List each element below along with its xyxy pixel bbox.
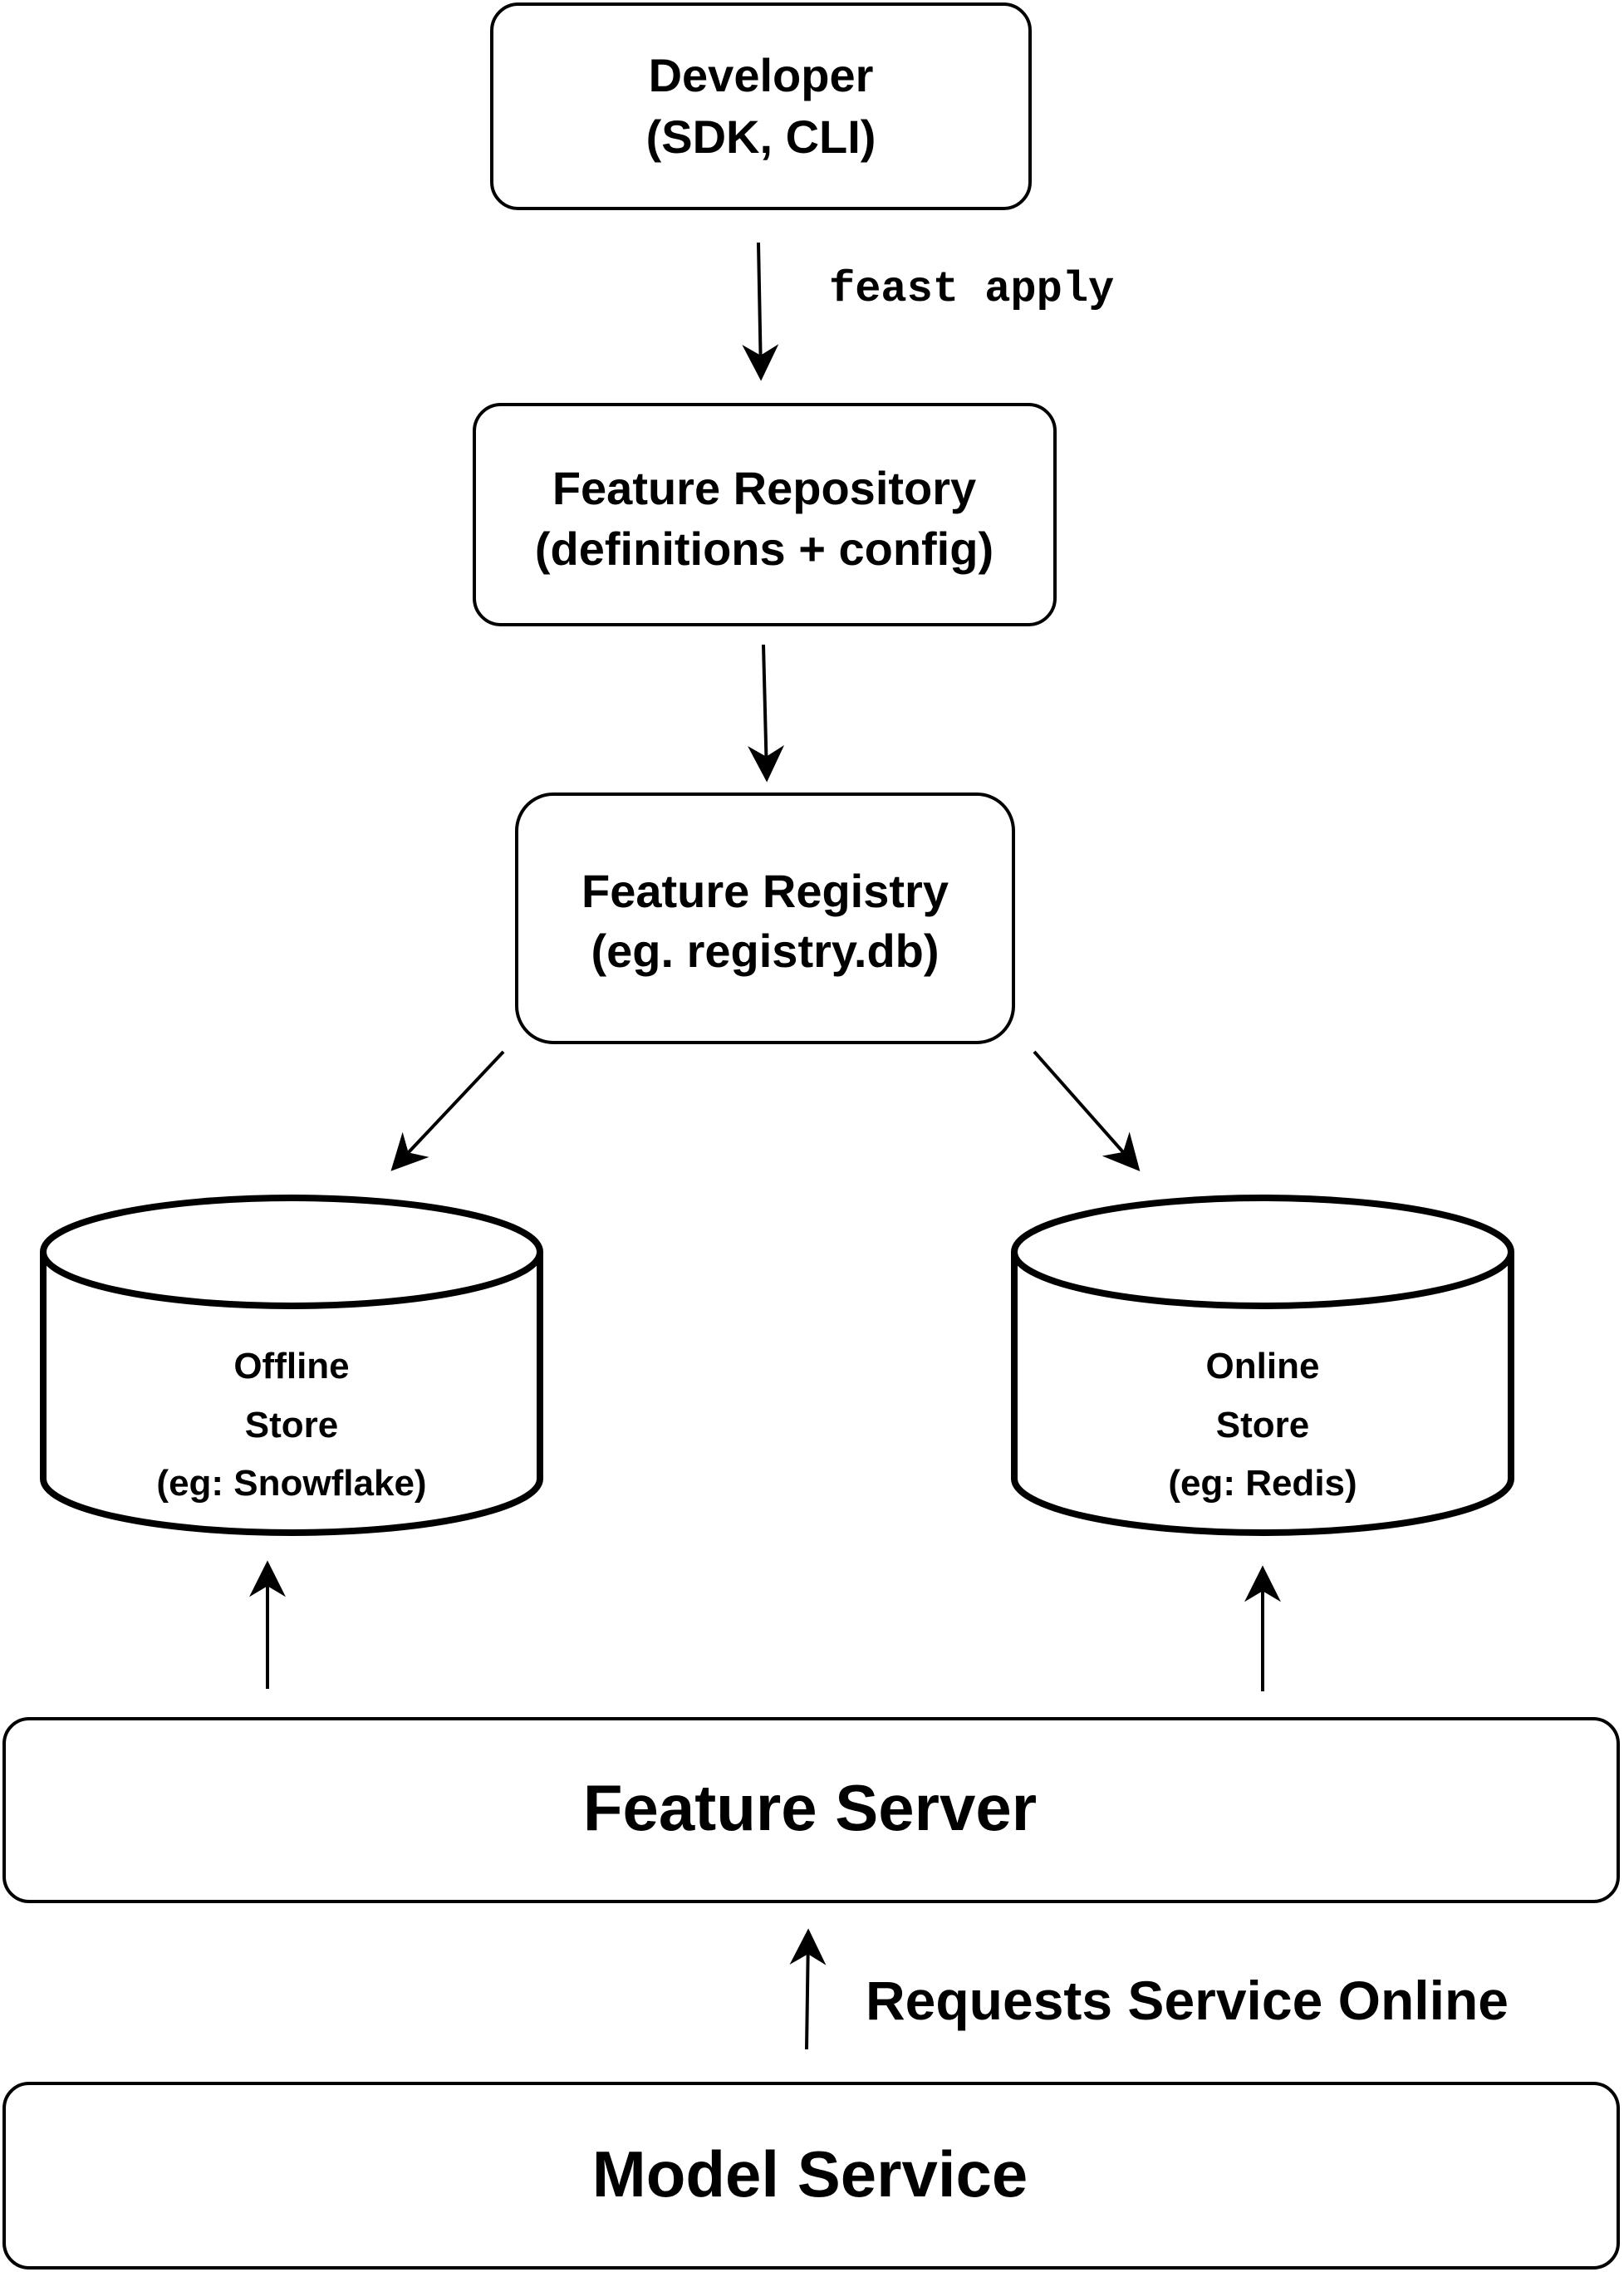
offline-store-line1: Offline — [233, 1346, 349, 1386]
arrow-repository-to-registry — [748, 644, 785, 783]
offline-store-cylinder-top — [40, 1195, 543, 1309]
requests-service-online-label: Requests Service Online — [866, 1970, 1509, 2031]
feature-repository-box — [473, 403, 1057, 626]
feature-repository-node: Feature Repository (definitions + config… — [473, 403, 1057, 626]
offline-store-node: Offline Store (eg: Snowflake) — [40, 1195, 543, 1536]
feast-apply-label: feast apply — [829, 265, 1114, 314]
offline-store-line2: Store — [245, 1405, 338, 1445]
developer-node: Developer (SDK, CLI) — [490, 2, 1032, 210]
offline-store-cylinder-body — [40, 1252, 543, 1536]
arrow-registry-to-offline-store — [390, 1050, 505, 1171]
feature-server-box — [2, 1717, 1620, 1903]
feature-registry-title: Feature Registry — [581, 865, 949, 917]
online-store-line2: Store — [1216, 1405, 1309, 1445]
model-service-label: Model Service — [592, 2137, 1028, 2211]
online-store-line3: (eg: Redis) — [1168, 1463, 1357, 1504]
model-service-node: Model Service — [2, 2082, 1620, 2270]
online-store-cylinder-top — [1011, 1195, 1514, 1309]
feature-server-label: Feature Server — [583, 1771, 1037, 1844]
developer-subtitle: (SDK, CLI) — [646, 110, 876, 163]
developer-title: Developer — [649, 49, 874, 101]
arrow-model-to-server — [789, 1928, 827, 2050]
arrow-registry-to-online-store — [1033, 1050, 1141, 1171]
feature-registry-subtitle: (eg. registry.db) — [591, 925, 939, 977]
online-store-cylinder-body — [1011, 1252, 1514, 1536]
feature-registry-node: Feature Registry (eg. registry.db) — [515, 793, 1015, 1044]
online-store-line1: Online — [1206, 1346, 1320, 1386]
arrow-developer-to-repository — [742, 242, 779, 381]
online-store-node: Online Store (eg: Redis) — [1011, 1195, 1514, 1536]
feature-server-node: Feature Server — [2, 1717, 1620, 1903]
feature-registry-box — [515, 793, 1015, 1044]
offline-store-line3: (eg: Snowflake) — [156, 1463, 426, 1504]
feature-repository-subtitle: (definitions + config) — [535, 523, 994, 575]
developer-box — [490, 2, 1032, 210]
feature-repository-title: Feature Repository — [552, 462, 976, 514]
model-service-box — [2, 2082, 1620, 2270]
